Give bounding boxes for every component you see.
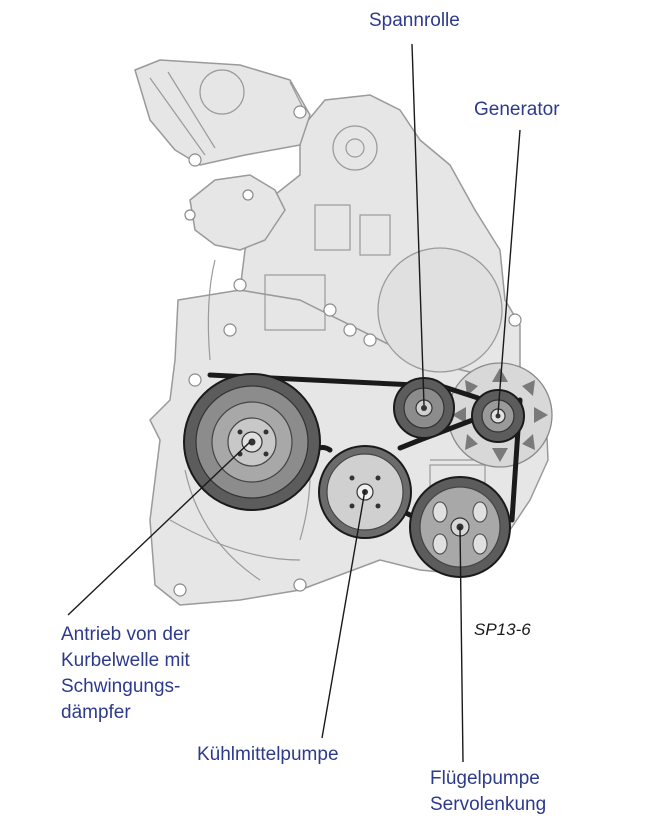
tensioner-pulley — [393, 377, 455, 439]
label-kurbelwelle-line-3: Schwingungs- — [61, 676, 181, 697]
leader-lines — [67, 43, 521, 763]
label-fluegelpumpe-line-1: Flügelpumpe — [430, 768, 540, 789]
label-generator: Generator — [474, 99, 560, 120]
figure-code: SP13-6 — [474, 620, 531, 639]
label-kurbelwelle-line-1: Antrieb von der — [61, 624, 190, 645]
label-kurbelwelle: Antrieb von der Kurbelwelle mit Schwingu… — [61, 622, 190, 726]
leader-kuehlmittelpumpe — [321, 489, 366, 739]
leader-generator — [497, 129, 521, 415]
label-kurbelwelle-line-2: Kurbelwelle mit — [61, 650, 190, 671]
label-fluegelpumpe-line-2: Servolenkung — [430, 794, 547, 815]
timing-cover-disc — [377, 247, 503, 373]
generator-pulley — [471, 389, 525, 443]
engine-bolts — [173, 105, 522, 597]
leader-kurbelwelle — [67, 441, 251, 616]
label-kurbelwelle-line-4: dämpfer — [61, 702, 131, 723]
leader-spannrolle — [411, 43, 425, 406]
label-spannrolle: Spannrolle — [369, 10, 460, 31]
leader-fluegelpumpe — [459, 526, 464, 763]
crankshaft-pulley — [183, 373, 321, 511]
label-kuehlmittelpumpe: Kühlmittelpumpe — [197, 744, 339, 765]
label-fluegelpumpe: Flügelpumpe Servolenkung — [430, 766, 546, 818]
coolant-pump-pulley — [318, 445, 412, 539]
